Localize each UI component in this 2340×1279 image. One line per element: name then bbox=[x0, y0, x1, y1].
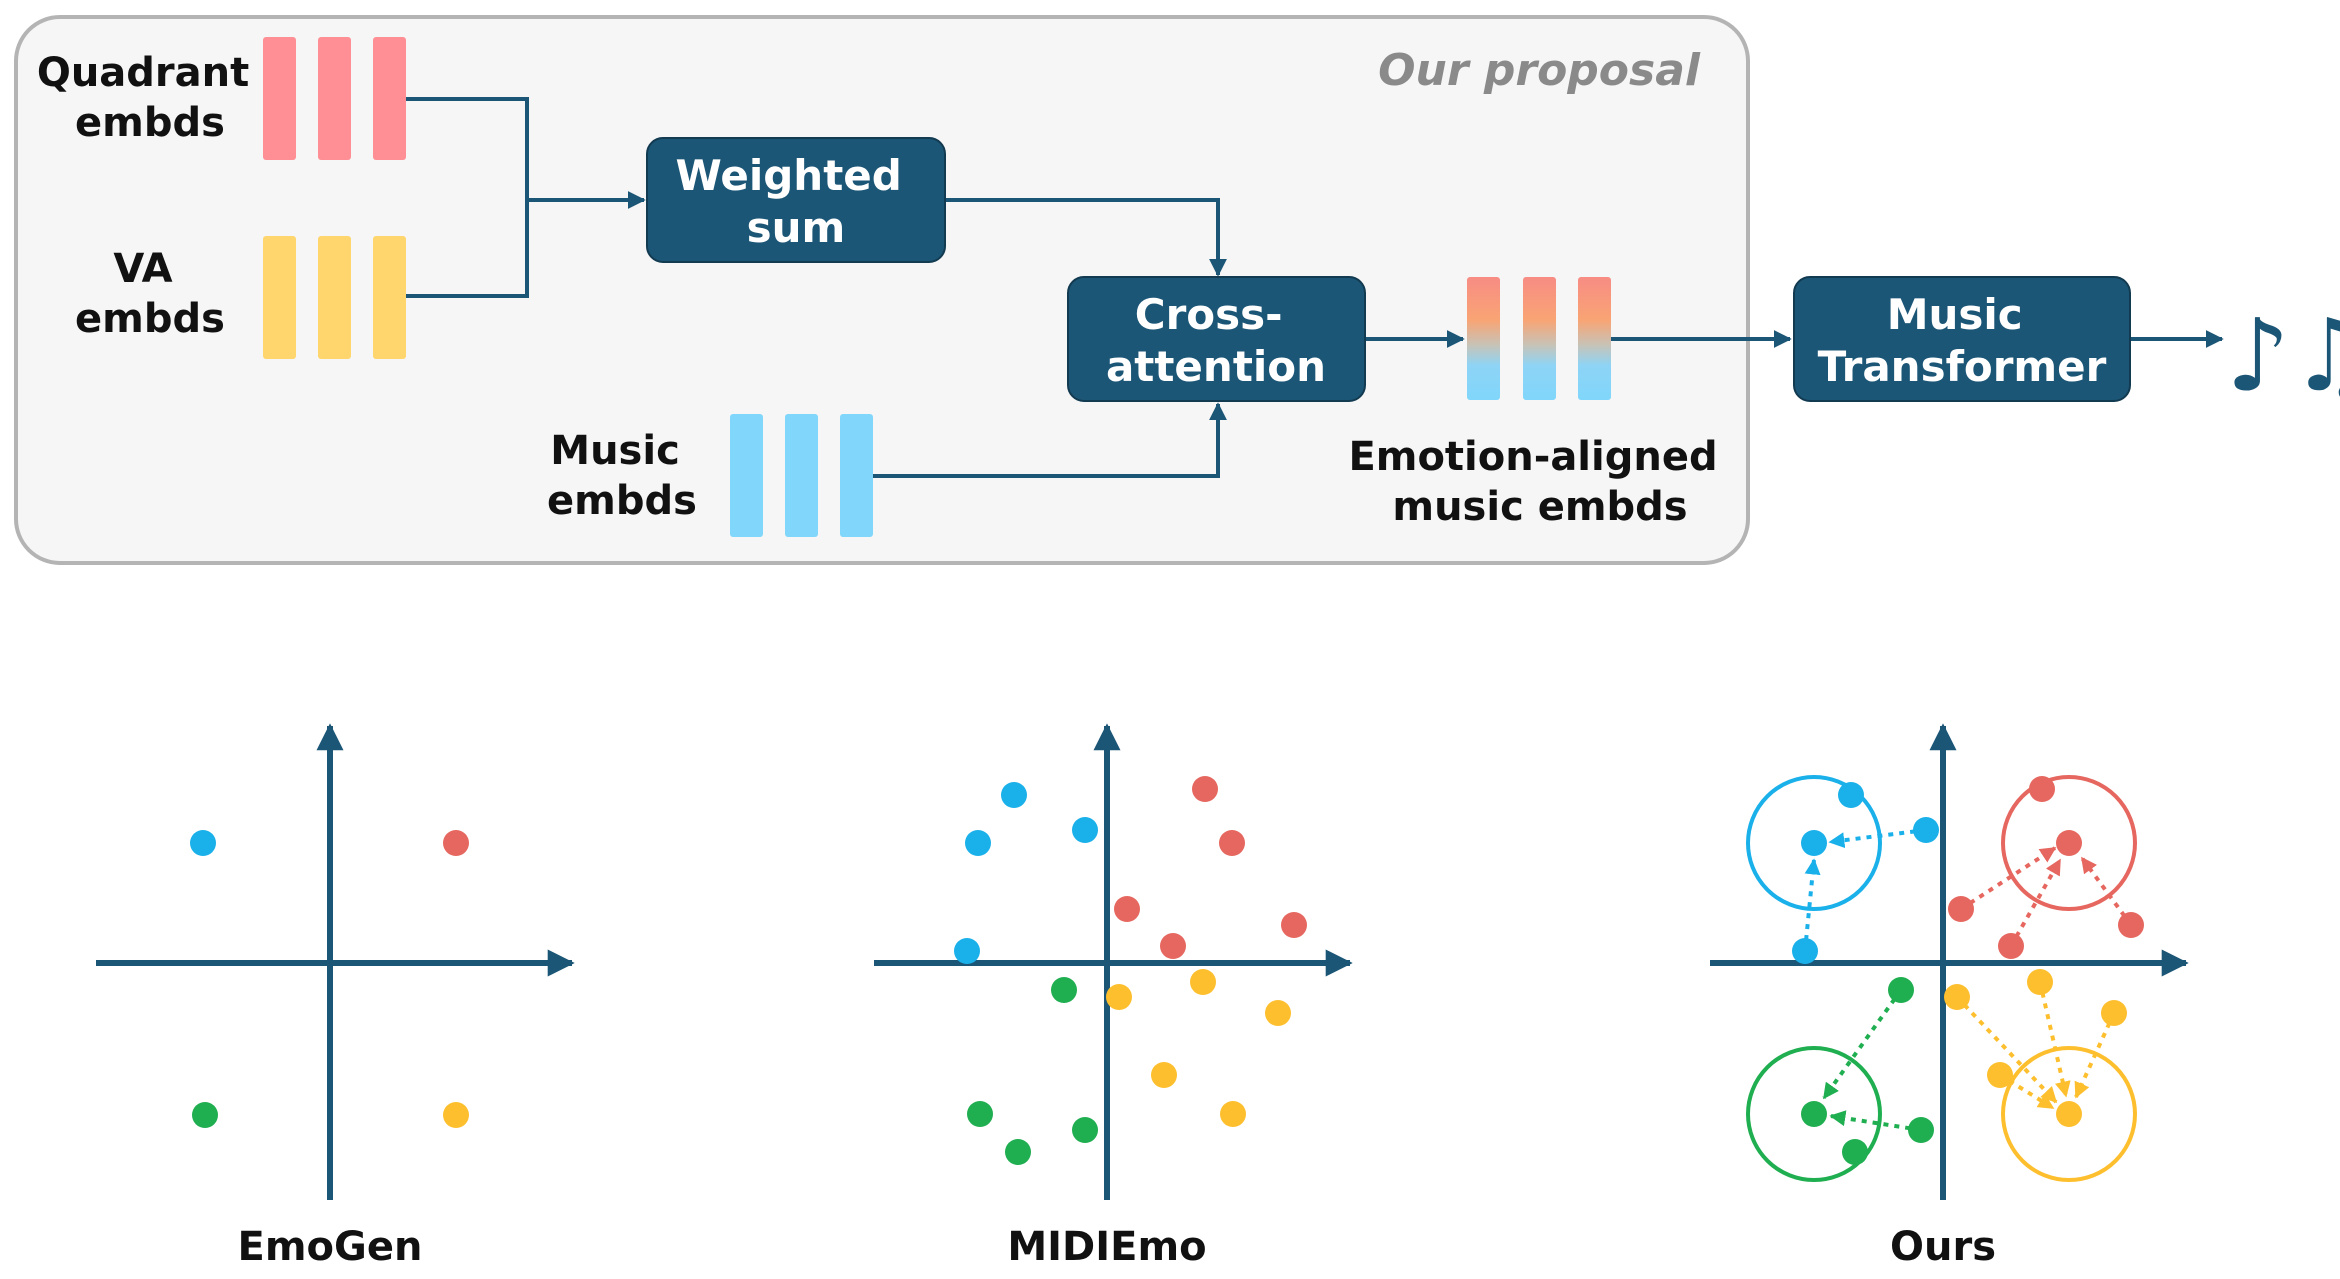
flow-connectors bbox=[406, 97, 2224, 478]
quadrant-to-merge bbox=[406, 97, 529, 298]
point-green bbox=[967, 1101, 993, 1127]
quadrant-embds-label: Quadrant embds bbox=[37, 50, 263, 146]
point-green bbox=[192, 1102, 218, 1128]
point-red bbox=[1114, 896, 1140, 922]
music-embds-label: Music embds bbox=[547, 428, 697, 524]
point-yellow bbox=[1944, 984, 1970, 1010]
point-blue bbox=[1792, 938, 1818, 964]
point-yellow bbox=[2101, 1000, 2127, 1026]
music-transformer-label: Music Transformer bbox=[1818, 290, 2107, 391]
point-red bbox=[1948, 896, 1974, 922]
point-yellow bbox=[1106, 984, 1132, 1010]
green-pull-arrows bbox=[1822, 988, 1922, 1132]
point-yellow bbox=[1151, 1062, 1177, 1088]
cluster-ring-blue bbox=[1746, 775, 1882, 911]
yellow-pull-arrows bbox=[1955, 981, 2116, 1110]
panel-emogen: EmoGen bbox=[96, 723, 575, 1270]
panel-midiemo: MIDIEmo bbox=[874, 723, 1353, 1270]
music-embeddings bbox=[730, 414, 873, 537]
quadrant-embeddings bbox=[263, 37, 406, 160]
weighted-sum-box: Weighted sum bbox=[646, 137, 946, 263]
midiemo-axes bbox=[874, 723, 1353, 1200]
va-embds-label: VA embds bbox=[75, 246, 225, 342]
emotion-aligned-label: Emotion-aligned music embds bbox=[1348, 434, 1731, 530]
emotion-aligned-embeddings bbox=[1467, 277, 1611, 400]
point-blue bbox=[965, 830, 991, 856]
point-red bbox=[1281, 912, 1307, 938]
ours-title: Ours bbox=[1890, 1224, 1996, 1270]
point-yellow bbox=[1265, 1000, 1291, 1026]
point-blue bbox=[1838, 782, 1864, 808]
point-yellow bbox=[1987, 1062, 2013, 1088]
point-red bbox=[1998, 933, 2024, 959]
point-green bbox=[1072, 1117, 1098, 1143]
blue-pull-arrows bbox=[1803, 828, 1927, 952]
music-note-icon: ♪♫ bbox=[2226, 297, 2340, 414]
point-red bbox=[2029, 776, 2055, 802]
point-blue bbox=[954, 938, 980, 964]
point-yellow bbox=[1190, 969, 1216, 995]
point-red bbox=[1192, 776, 1218, 802]
point-blue bbox=[1913, 817, 1939, 843]
point-green bbox=[1908, 1117, 1934, 1143]
emogen-axes bbox=[96, 723, 575, 1200]
cluster-ring-red bbox=[2001, 775, 2137, 911]
point-red bbox=[443, 830, 469, 856]
point-yellow bbox=[1220, 1101, 1246, 1127]
point-red bbox=[1219, 830, 1245, 856]
cluster-ring-green bbox=[1746, 1046, 1882, 1182]
point-blue bbox=[1072, 817, 1098, 843]
music-to-cross-attention bbox=[873, 402, 1227, 478]
va-embeddings bbox=[263, 236, 406, 359]
red-pull-arrows bbox=[1959, 846, 2133, 947]
center-blue bbox=[1801, 830, 1827, 856]
music-transformer-box: Music Transformer bbox=[1793, 276, 2131, 402]
point-blue bbox=[190, 830, 216, 856]
center-yellow bbox=[2056, 1101, 2082, 1127]
point-green bbox=[1005, 1139, 1031, 1165]
point-green bbox=[1888, 977, 1914, 1003]
cross-attention-label: Cross- attention bbox=[1106, 290, 1326, 391]
cluster-ring-yellow bbox=[2001, 1046, 2137, 1182]
center-green bbox=[1801, 1101, 1827, 1127]
emogen-title: EmoGen bbox=[238, 1224, 423, 1270]
proposal-label: Our proposal bbox=[1378, 45, 1701, 96]
point-red bbox=[1160, 933, 1186, 959]
panel-ours: Ours bbox=[1710, 723, 2189, 1270]
weighted-sum-label: Weighted sum bbox=[676, 151, 917, 252]
point-yellow bbox=[2027, 969, 2053, 995]
point-green bbox=[1842, 1139, 1868, 1165]
point-yellow bbox=[443, 1102, 469, 1128]
point-red bbox=[2118, 912, 2144, 938]
point-blue bbox=[1001, 782, 1027, 808]
cross-attention-box: Cross- attention bbox=[1067, 276, 1366, 402]
midiemo-title: MIDIEmo bbox=[1007, 1224, 1206, 1270]
proposal-container bbox=[14, 15, 1750, 565]
weighted-sum-to-cross-attention bbox=[945, 198, 1227, 277]
center-red bbox=[2056, 830, 2082, 856]
ours-axes bbox=[1710, 723, 2189, 1200]
point-green bbox=[1051, 977, 1077, 1003]
